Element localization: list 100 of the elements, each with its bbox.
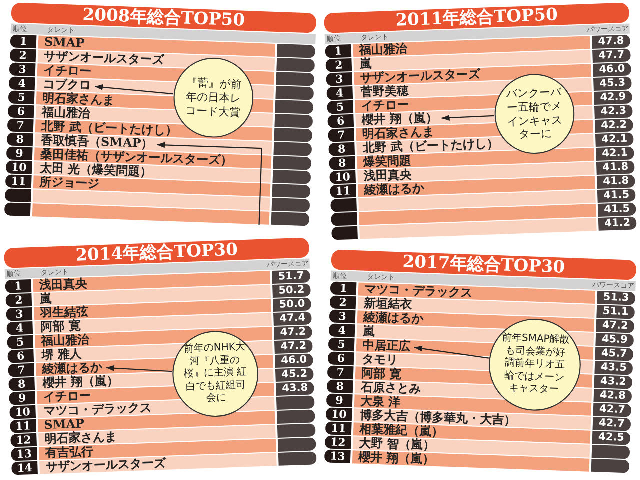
rank-tab: 2 [330, 296, 356, 310]
talent-name: コブクロ [42, 78, 92, 93]
callout-text: 前年のNHK大河『八重の桜』に主演 紅白でも紅組司会に [182, 342, 248, 406]
rank-tab: 9 [6, 146, 33, 161]
rank-tab: 12 [10, 433, 37, 448]
callout-circle [171, 330, 260, 419]
score-tab: 51.1 [596, 305, 636, 320]
rank-tab: 9 [9, 391, 36, 406]
talent-name: 大泉 洋 [360, 394, 401, 410]
rank-tab: 9 [326, 394, 353, 408]
score-tab: 41.8 [596, 174, 636, 189]
callout-circle [487, 317, 583, 412]
rank-tab: 6 [8, 104, 34, 119]
rank-tab: 7 [7, 118, 34, 133]
talent-name: 浅田真央 [39, 278, 88, 292]
talent-name: 大野 智（嵐） [358, 436, 436, 452]
talent-name: SMAP [44, 418, 85, 432]
talent-name: 中居正広 [362, 338, 411, 354]
talent-name: 阿部 寛 [361, 366, 402, 382]
score-tab: 47.4 [274, 312, 312, 326]
arrow [414, 346, 490, 359]
rank-tab: 6 [8, 349, 34, 364]
score-tab: 43.2 [594, 375, 633, 390]
rank-tab: 7 [328, 128, 355, 142]
arrow [156, 142, 262, 226]
rank-tab: 2 [326, 58, 352, 72]
score-tab: 47.7 [592, 48, 631, 64]
rank-tab: 4 [8, 76, 36, 91]
talent-name: 綾瀬はるか [42, 361, 103, 376]
talent-name: イチロー [43, 389, 92, 404]
talent-name: 新垣結衣 [364, 296, 412, 312]
rank-tab: 11 [325, 422, 352, 436]
rank-tab: 4 [326, 86, 354, 100]
rank-tab: 3 [326, 72, 353, 86]
score-tab: 47.2 [596, 319, 635, 334]
callout-text: 『蕾』が前年の日本レコード大賞 [184, 76, 243, 120]
score-tab: 42.1 [595, 132, 634, 147]
rank-tab: 6 [328, 114, 354, 128]
rank-tab: 10 [10, 405, 36, 420]
talent-name: 櫻井 翔（嵐） [358, 450, 435, 466]
rank-tab: 5 [327, 100, 354, 114]
rank-tab: 7 [327, 366, 354, 380]
arrow [442, 114, 494, 121]
score-tab: 43.8 [276, 382, 314, 396]
score-tab: 42.3 [594, 104, 633, 119]
rank-tab: 8 [6, 132, 34, 147]
score-tab: 42.8 [594, 388, 632, 404]
talent-name: 福山雅治 [41, 333, 90, 348]
talent-name: 菅野美穂 [360, 84, 410, 100]
score-tab: 42.7 [593, 402, 632, 418]
rank-tab: 10 [6, 160, 32, 175]
score-tab: 45.9 [596, 333, 634, 348]
callout-circle [493, 72, 576, 156]
score-tab: 42.1 [596, 146, 634, 161]
score-tab: 43.5 [594, 361, 634, 376]
talent-name: イチロー [43, 64, 92, 79]
rank-tab: 2 [10, 48, 36, 63]
score-tab: 45.2 [275, 368, 314, 382]
rank-tab: 3 [6, 307, 33, 322]
rank-tab: 1 [330, 282, 357, 296]
talent-name: 櫻井 翔（嵐） [42, 374, 120, 390]
talent-name: 嵐 [40, 292, 52, 306]
rank-tab: 10 [330, 170, 356, 184]
rank-tab: 5 [8, 90, 35, 105]
talent-name: 羽生結弦 [40, 306, 89, 320]
talent-name: SMAP [44, 36, 85, 50]
score-tab: 41.2 [598, 216, 637, 231]
rank-tab: 3 [9, 62, 36, 77]
arrow [94, 84, 174, 95]
score-tab: 42.9 [594, 90, 632, 106]
talent-name: 明石家さんま [44, 430, 117, 446]
rank-tab: 8 [326, 380, 354, 394]
rank-tab: 13 [11, 447, 38, 462]
score-tab: 41.8 [596, 160, 635, 175]
score-tab: 42.5 [592, 430, 631, 446]
rank-tab: 1 [5, 279, 32, 294]
rank-tab: 12 [324, 436, 352, 450]
score-tab: 41.5 [597, 188, 636, 203]
talent-name: 明石家さんま [42, 92, 115, 108]
rank-tab: 13 [324, 450, 351, 464]
talent-name: 浅田真央 [364, 168, 412, 184]
callout-text: 前年SMAP解散も司会業が好調前年リオ五輪ではメーンキャスター [500, 332, 570, 398]
callout-text: バンクーバー五輪でメインキャスターに [505, 86, 564, 143]
talent-name: 福山雅治 [42, 106, 90, 121]
score-tab: 47.2 [274, 326, 312, 340]
score-tab: 51.7 [272, 270, 310, 284]
score-tab: 45.7 [595, 347, 634, 362]
rank-tab: 4 [6, 321, 34, 336]
rank-tab: 7 [8, 363, 35, 378]
score-tab: 50.2 [272, 284, 311, 298]
talent-name: 綾瀬はるか [363, 310, 424, 326]
talent-name: 嵐 [362, 324, 376, 338]
talent-name: 所ジョージ [39, 176, 100, 191]
rank-tab: 11 [330, 184, 357, 198]
talent-name: 爆笑問題 [363, 154, 412, 170]
score-tab: 42.2 [594, 118, 634, 133]
rank-tab: 5 [328, 338, 355, 352]
rank-tab: 11 [5, 174, 32, 189]
talent-name: タモリ [362, 352, 398, 368]
rank-tab: 2 [6, 293, 32, 308]
